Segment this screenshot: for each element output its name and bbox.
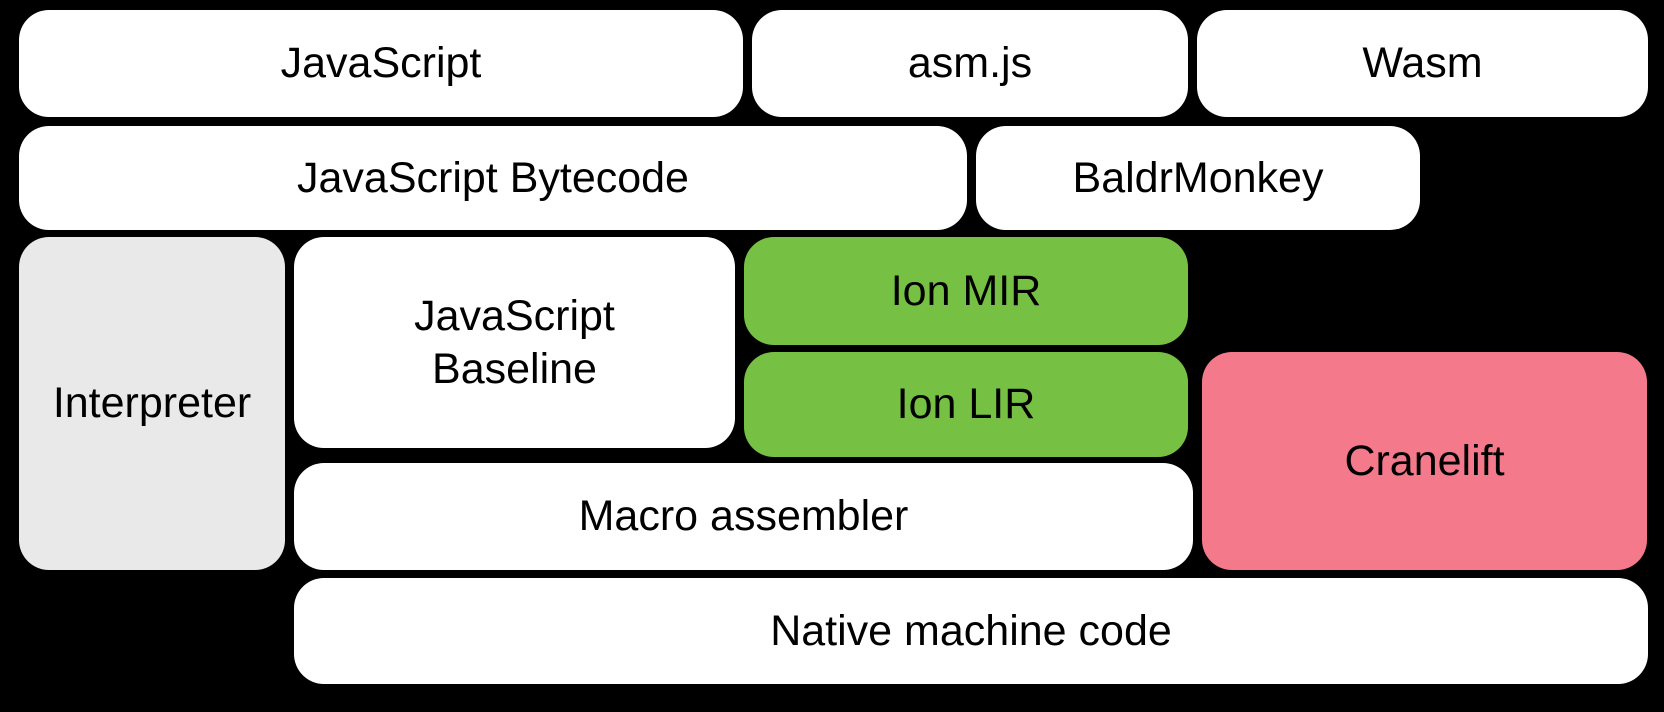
macro-assembler-box: Macro assembler (294, 463, 1193, 570)
wasm-box: Wasm (1197, 10, 1648, 117)
asmjs-label: asm.js (907, 39, 1033, 88)
ion-mir-box: Ion MIR (744, 237, 1188, 345)
javascript-baseline-label-line2: Baseline (432, 344, 597, 393)
interpreter-label: Interpreter (52, 379, 252, 428)
wasm-label: Wasm (1362, 39, 1483, 88)
macro-assembler-label: Macro assembler (578, 492, 909, 541)
baldrmonkey-box: BaldrMonkey (976, 126, 1420, 230)
native-machine-code-box: Native machine code (294, 578, 1648, 684)
javascript-bytecode-label: JavaScript Bytecode (297, 153, 689, 202)
native-machine-code-label: Native machine code (770, 606, 1172, 655)
cranelift-label: Cranelift (1344, 436, 1505, 485)
javascript-bytecode-box: JavaScript Bytecode (19, 126, 967, 230)
javascript-baseline-label-line1: JavaScript (414, 292, 615, 341)
asmjs-box: asm.js (752, 10, 1188, 117)
baldrmonkey-label: BaldrMonkey (1072, 153, 1324, 202)
interpreter-box: Interpreter (19, 237, 285, 570)
ion-lir-box: Ion LIR (744, 352, 1188, 457)
ion-mir-label: Ion MIR (890, 266, 1042, 315)
javascript-label: JavaScript (280, 39, 482, 88)
javascript-baseline-box: JavaScript Baseline (294, 237, 735, 448)
javascript-box: JavaScript (19, 10, 743, 117)
cranelift-box: Cranelift (1202, 352, 1647, 570)
ion-lir-label: Ion LIR (896, 380, 1036, 429)
